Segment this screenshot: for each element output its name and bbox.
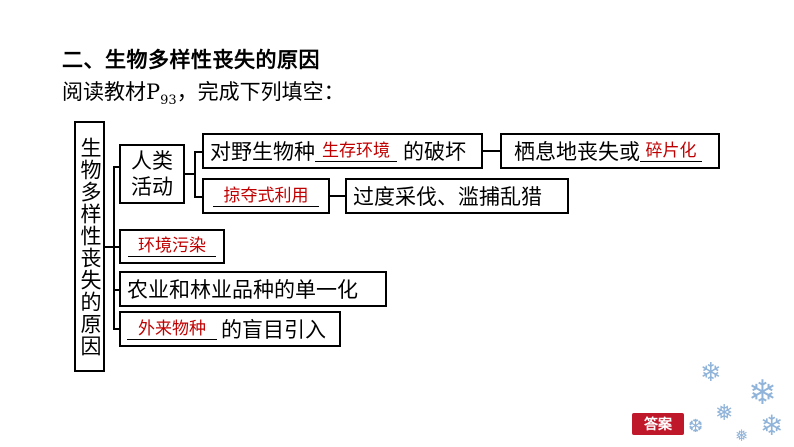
exploitation-result: 过度采伐、滥捕乱猎 bbox=[353, 185, 542, 209]
instruction-before: 阅读教材P bbox=[62, 80, 161, 104]
human-bracket-stub bbox=[185, 173, 194, 175]
habitat-result-prefix: 栖息地丧失或 bbox=[514, 140, 640, 164]
section-heading: 二、生物多样性丧失的原因 bbox=[62, 48, 320, 72]
habitat-prefix: 对野生物种 bbox=[210, 140, 315, 164]
main-bracket-stub bbox=[105, 246, 113, 248]
main-branch-invasive bbox=[113, 328, 119, 330]
invasive-box: 外来物种 的盲目引入 bbox=[119, 311, 341, 347]
exploitation-box: 掠夺式利用 bbox=[202, 178, 330, 214]
habitat-destruction-box: 对野生物种 生存环境 的破坏 bbox=[202, 133, 483, 169]
main-branch-monoculture bbox=[113, 289, 119, 291]
instruction-after: ，完成下列填空： bbox=[176, 80, 345, 104]
instruction-line: 阅读教材P93，完成下列填空： bbox=[62, 76, 345, 108]
human-branch-exploit bbox=[194, 196, 202, 198]
habitat-blank: 生存环境 bbox=[315, 141, 397, 162]
habitat-result-box: 栖息地丧失或 碎片化 bbox=[500, 133, 720, 169]
snowflake-icon: ❅ bbox=[715, 401, 734, 426]
human-activity-box: 人类 活动 bbox=[119, 144, 185, 204]
human-activity-line1: 人类 bbox=[131, 149, 173, 173]
human-activity-line2: 活动 bbox=[131, 175, 173, 199]
exploitation-result-box: 过度采伐、滥捕乱猎 bbox=[345, 178, 569, 214]
snowflake-icon: ❆ bbox=[688, 416, 704, 437]
human-bracket-line bbox=[194, 151, 196, 196]
human-branch-habitat bbox=[194, 151, 202, 153]
snowflake-icon: ❅ bbox=[735, 426, 749, 445]
main-branch-pollution bbox=[113, 246, 119, 248]
root-cause-box: 生物多样性丧失的原因 bbox=[74, 121, 105, 372]
pollution-box: 环境污染 bbox=[119, 229, 225, 264]
snowflake-icon: ❄ bbox=[760, 409, 784, 442]
monoculture-box: 农业和林业品种的单一化 bbox=[119, 271, 387, 307]
instruction-page-subscript: 93 bbox=[160, 93, 177, 109]
habitat-result-blank: 碎片化 bbox=[640, 141, 702, 162]
main-branch-human bbox=[113, 166, 119, 168]
answer-button[interactable]: 答案 bbox=[632, 413, 684, 435]
habitat-connector bbox=[483, 150, 500, 152]
invasive-blank: 外来物种 bbox=[127, 319, 217, 340]
snowflake-icon: ❄ bbox=[748, 373, 777, 413]
habitat-suffix: 的破坏 bbox=[403, 140, 466, 164]
monoculture-text: 农业和林业品种的单一化 bbox=[127, 278, 358, 302]
invasive-suffix: 的盲目引入 bbox=[221, 318, 326, 342]
exploitation-connector bbox=[330, 195, 345, 197]
snowflake-icon: ❄ bbox=[700, 358, 722, 388]
exploitation-blank: 掠夺式利用 bbox=[213, 186, 319, 207]
root-cause-label: 生物多样性丧失的原因 bbox=[78, 136, 102, 357]
pollution-blank: 环境污染 bbox=[128, 236, 216, 257]
